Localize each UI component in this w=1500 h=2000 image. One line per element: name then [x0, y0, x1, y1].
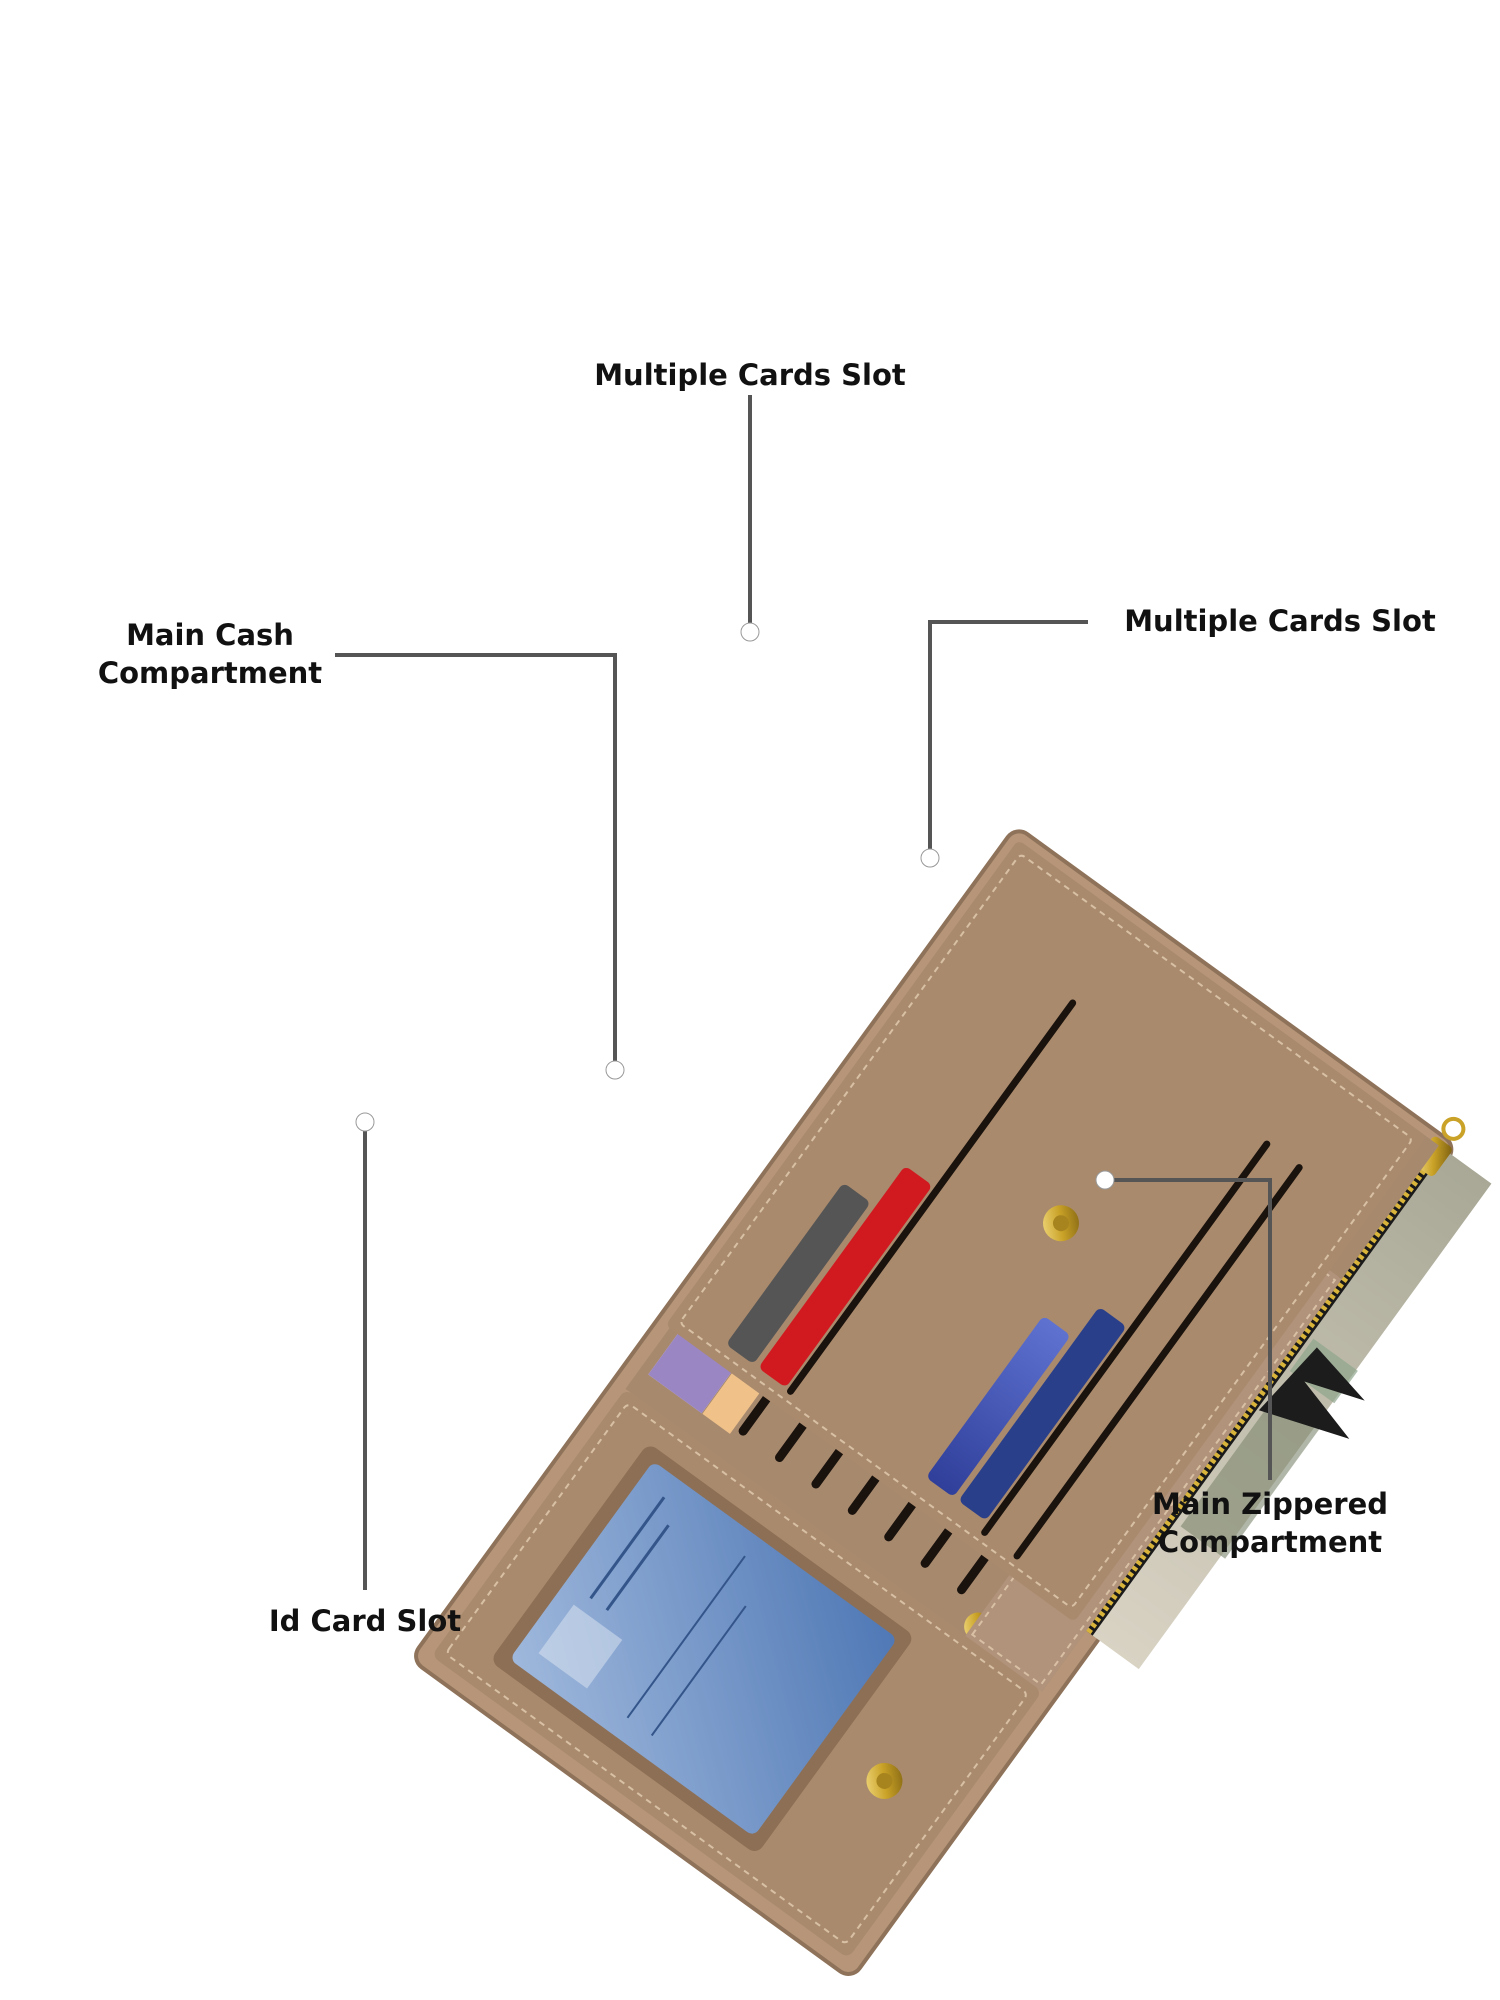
label-text: Multiple Cards Slot: [594, 358, 906, 392]
cards: [728, 1167, 1125, 1519]
label-multiple-cards-right: Multiple Cards Slot: [1090, 602, 1470, 640]
label-line2: Compartment: [1157, 1525, 1383, 1559]
zipper-teeth: [1084, 1144, 1444, 1635]
gold-snap-icon: [1042, 1205, 1079, 1242]
label-main-zippered: Main Zippered Compartment: [1110, 1485, 1430, 1561]
callout-dots: [355, 622, 1115, 1190]
label-id-card: Id Card Slot: [215, 1602, 515, 1640]
label-line1: Main Cash: [126, 618, 294, 652]
wallet: [414, 829, 1492, 1976]
zipper-ring: [1441, 1116, 1466, 1141]
label-line1: Main Zippered: [1152, 1487, 1388, 1521]
leader-zipper: [1105, 1178, 1272, 1480]
dot-cards-top: [740, 622, 760, 642]
dot-id: [355, 1112, 375, 1132]
gold-snap-icon: [866, 1762, 903, 1799]
label-main-cash: Main Cash Compartment: [80, 616, 340, 692]
leader-cards-right: [928, 620, 1088, 858]
leader-lines: [335, 395, 1272, 1590]
zipper-pull: [1415, 1136, 1452, 1176]
id-card: [512, 1464, 895, 1834]
label-multiple-cards-top: Multiple Cards Slot: [560, 356, 940, 394]
dot-cards-right: [920, 848, 940, 868]
dot-cash: [605, 1060, 625, 1080]
dot-zipper: [1095, 1170, 1115, 1190]
label-text: Id Card Slot: [268, 1604, 462, 1638]
label-line2: Compartment: [97, 656, 323, 690]
front-slot-cuts: [787, 999, 1303, 1560]
black-tassel: [1258, 1347, 1365, 1439]
label-text: Multiple Cards Slot: [1124, 604, 1436, 638]
leader-cash: [335, 653, 617, 1070]
